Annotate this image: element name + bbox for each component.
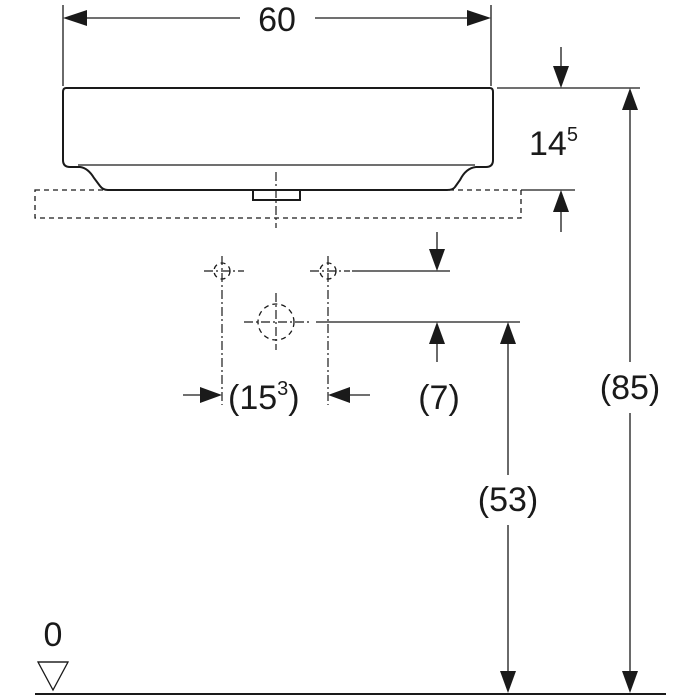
- washbasin-outline: [62, 87, 494, 228]
- floor-level: 0: [35, 616, 666, 695]
- offset-label: (7): [418, 379, 460, 417]
- width-dimension: 60: [62, 1, 492, 86]
- waste-connection: [244, 293, 312, 350]
- fixing-hole-left: [204, 256, 244, 405]
- countertop-outline: [34, 189, 522, 219]
- width-label: 60: [258, 1, 296, 39]
- hole-spacing-label: (153): [228, 378, 300, 417]
- bowl-height-label: 145: [529, 124, 578, 163]
- level-triangle-icon: [36, 661, 70, 692]
- total-height-label: (85): [600, 369, 660, 407]
- total-height-dimension: (85): [600, 88, 660, 693]
- bowl-height-dimension: 145: [497, 47, 640, 232]
- drain-height-label: (53): [478, 481, 538, 519]
- hole-spacing-dimension: (153): [183, 378, 370, 417]
- floor-level-label: 0: [44, 616, 63, 654]
- offset-dimension: (7): [316, 232, 520, 417]
- fixing-hole-right: [310, 256, 350, 405]
- drain-height-dimension: (53): [478, 322, 538, 693]
